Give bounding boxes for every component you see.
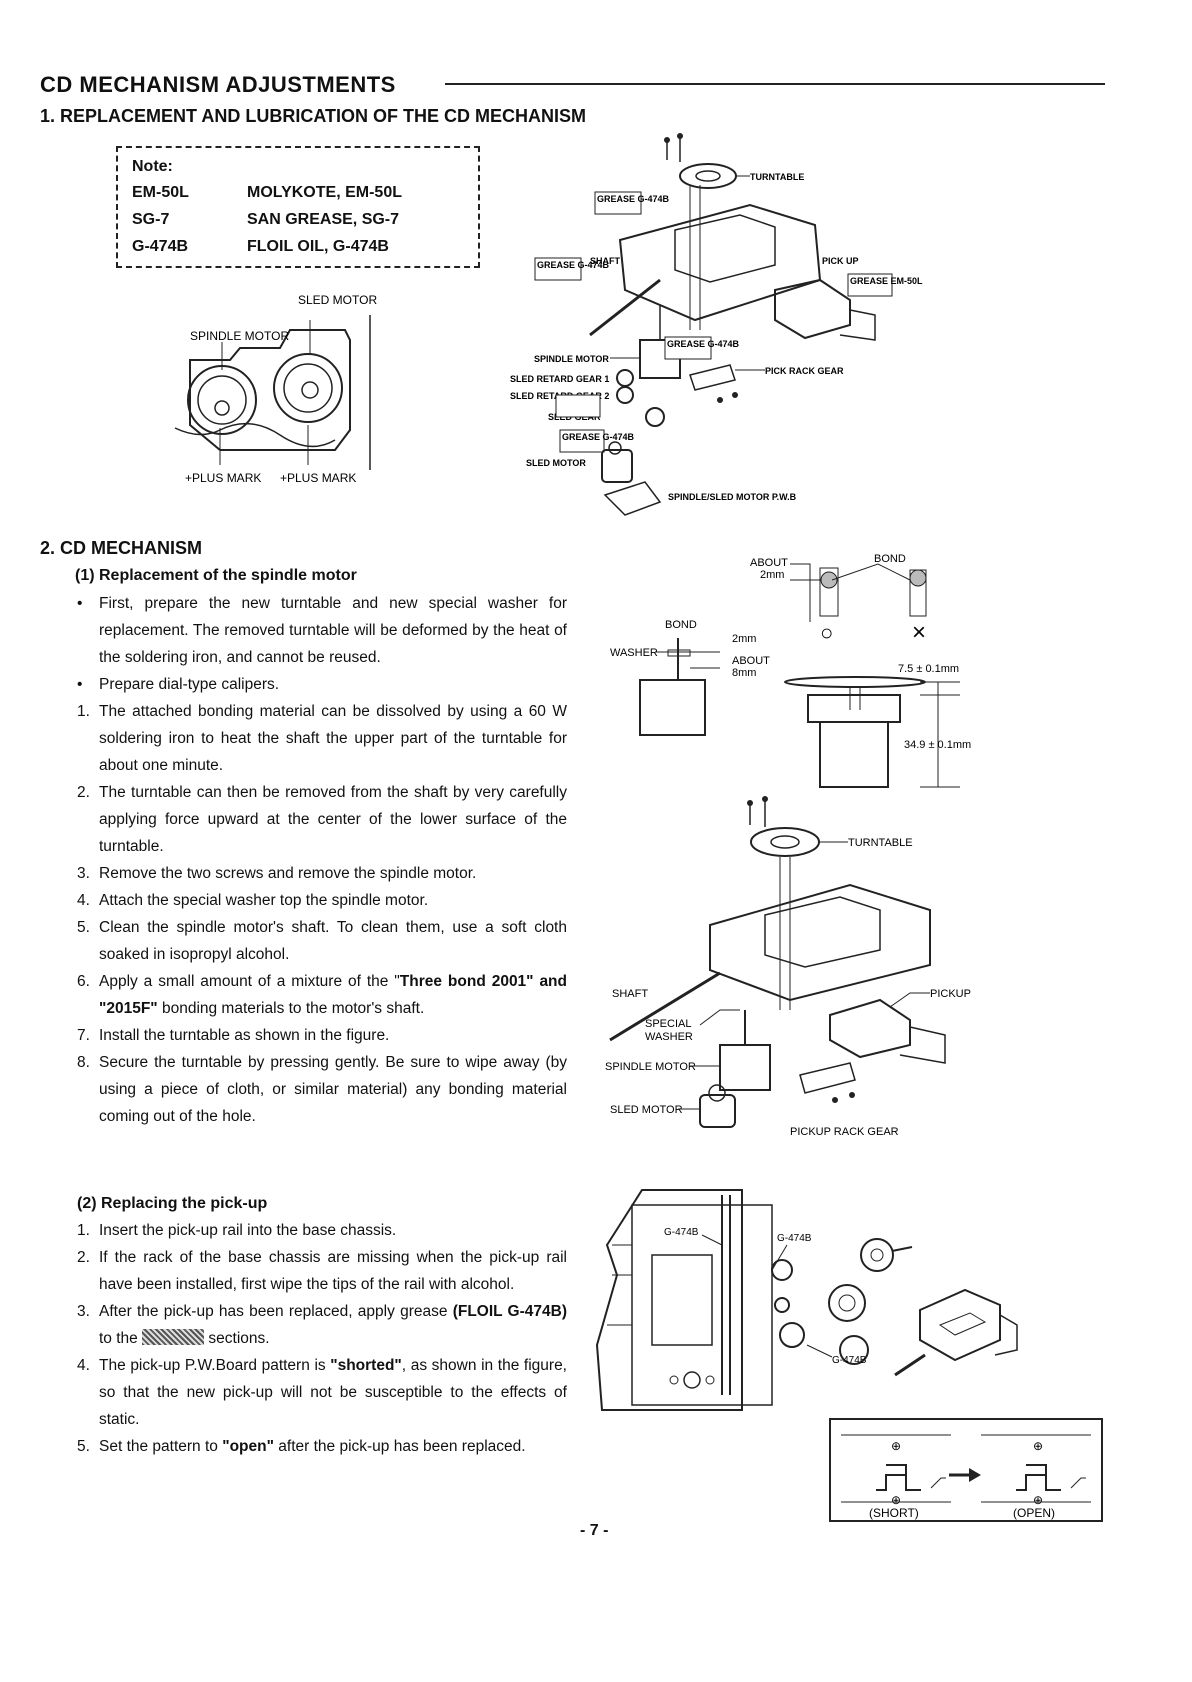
pickup-rack-gear-label: PICKUP RACK GEAR [790,1126,899,1138]
shaft-label: SHAFT [612,988,648,1000]
turntable-label: TURNTABLE [848,837,913,849]
spindle-motor-label: SPINDLE MOTOR [534,354,609,364]
sub1-title: (1) Replacement of the spindle motor [75,567,357,584]
sled-retard-gear-1-label: SLED RETARD GEAR 1 [510,374,609,384]
dimension-label: 2mm [760,569,784,581]
step-item: 1.Insert the pick-up rail into the base … [77,1222,397,1239]
svg-text:⊕: ⊕ [1033,1493,1043,1507]
short-label: (SHORT) [869,1506,919,1520]
step-item: 3.Remove the two screws and remove the s… [77,865,477,882]
grease-label: GREASE EM-50L [850,276,923,286]
ok-mark: ○ [820,620,833,645]
step-item: 2.If the rack of the base chassis are mi… [77,1249,567,1293]
svg-text:⊕: ⊕ [1033,1439,1043,1453]
grease-label: GREASE G-474B [562,432,635,442]
grease-label: GREASE G-474B [597,194,670,204]
about-label: ABOUT [732,655,770,667]
note-code: SG-7 [132,211,170,228]
spindle-motor-label: SPINDLE MOTOR [605,1061,696,1073]
note-heading: Note: [132,158,173,175]
hatch-swatch [142,1329,205,1345]
grease-label: GREASE G-474B [537,260,610,270]
step-item: 3.After the pick-up has been replaced, a… [77,1303,567,1347]
step-item: 2.The turntable can then be removed from… [77,784,567,855]
exploded-view-2: TURNTABLE SHAFT SPECIAL WASHER SPINDLE M… [605,796,971,1138]
note-code: G-474B [132,238,189,255]
note-desc: FLOIL OIL, G-474B [247,238,389,255]
bond-diagram: ABOUT 2mm BOND ○ × BOND 2mm WASHER ABOUT… [610,553,971,788]
section1-title: 1. REPLACEMENT AND LUBRICATION OF THE CD… [40,106,586,126]
bond-label: BOND [874,553,906,565]
special-washer-label: WASHER [645,1031,693,1043]
turntable-label: TURNTABLE [750,172,804,182]
step-item: 4.The pick-up P.W.Board pattern is "shor… [77,1357,567,1428]
spindle-motor-label: SPINDLE MOTOR [190,329,289,343]
step-item: 7.Install the turntable as shown in the … [77,1027,390,1044]
pickup-label: PICKUP [930,988,971,1000]
short-open-drawing: ⊕ ⊕ ⊕ ⊕ (SHORT) (OPEN) [841,1434,1091,1520]
grease-label: G-474B [664,1227,699,1238]
note-box: Note: EM-50L MOLYKOTE, EM-50L SG-7 SAN GRE… [116,146,480,268]
sled-motor-label: SLED MOTOR [526,458,586,468]
note-code: EM-50L [132,184,189,201]
bullet-item: •Prepare dial-type calipers. [77,676,280,693]
title-rule [445,83,1105,85]
short-open-box: ⊕ ⊕ ⊕ ⊕ (SHORT) (OPEN) [829,1418,1103,1522]
dimension-label: 34.9 ± 0.1mm [904,739,971,751]
note-row: EM-50L MOLYKOTE, EM-50L [132,179,464,206]
sub2-title: (2) Replacing the pick-up [77,1195,268,1212]
dimension-label: 2mm [732,633,756,645]
shaft-label: SHAFT [590,256,620,266]
pickup-drawing [894,1288,1018,1377]
grease-label: GREASE G-474B [667,339,740,349]
section2-title: 2. CD MECHANISM [40,538,203,558]
special-washer-label: SPECIAL [645,1018,691,1030]
svg-text:⊕: ⊕ [891,1493,901,1507]
motor-diagram: SLED MOTOR SPINDLE MOTOR +PLUS MARK +PLU… [174,293,377,485]
grease-label: G-474B [777,1233,812,1244]
ng-mark: × [912,619,926,646]
pick-rack-gear-label: PICK RACK GEAR [765,366,844,376]
bullet-item: •First, prepare the new turntable and ne… [77,595,567,666]
note-row: SG-7 SAN GREASE, SG-7 [132,206,464,233]
open-label: (OPEN) [1013,1506,1055,1520]
exploded-view-1: TURNTABLE GREASE G-474B SHAFT GREASE G-4… [510,133,923,516]
step-item: 8.Secure the turntable by pressing gentl… [77,1054,567,1125]
pick-up-label: PICK UP [822,256,859,266]
plus-mark-label: +PLUS MARK [185,471,261,485]
grease-label: G-474B [832,1355,867,1366]
note-desc: SAN GREASE, SG-7 [247,211,400,228]
dimension-label: 8mm [732,667,756,679]
pickup-steps: 1.Insert the pick-up rail into the base … [77,1217,567,1460]
page-number: - 7 - [580,1522,609,1539]
section2-steps: •First, prepare the new turntable and ne… [77,590,567,1130]
page-title: CD MECHANISM ADJUSTMENTS [40,72,396,97]
note-row: G-474B FLOIL OIL, G-474B [132,233,464,260]
plus-mark-label: +PLUS MARK [280,471,356,485]
sled-motor-label: SLED MOTOR [610,1104,683,1116]
pwb-label: SPINDLE/SLED MOTOR P.W.B [668,492,797,502]
svg-text:⊕: ⊕ [891,1439,901,1453]
step-item: 5.Clean the spindle motor's shaft. To cl… [77,919,567,963]
dimension-label: 7.5 ± 0.1mm [898,663,959,675]
sled-motor-label: SLED MOTOR [298,293,377,307]
chassis-diagram: G-474B G-474B G-474B [595,1189,913,1411]
step-item: 5.Set the pattern to "open" after the pi… [77,1438,526,1455]
step-item: 4.Attach the special washer top the spin… [77,892,429,909]
washer-label: WASHER [610,647,658,659]
about-label: ABOUT [750,557,788,569]
step-item: 6.Apply a small amount of a mixture of t… [77,973,567,1017]
note-desc: MOLYKOTE, EM-50L [247,184,402,201]
bond-label: BOND [665,619,697,631]
step-item: 1.The attached bonding material can be d… [77,703,567,774]
